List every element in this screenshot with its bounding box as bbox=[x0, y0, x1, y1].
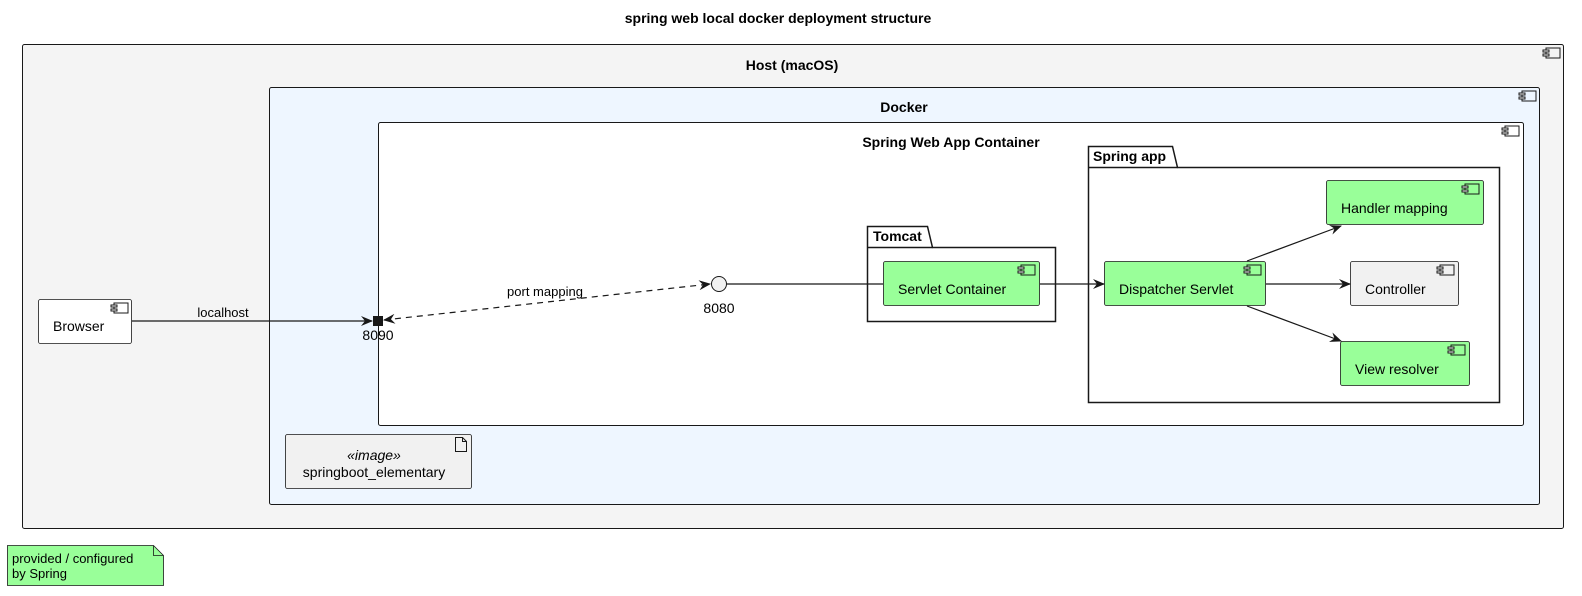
docker-label: Docker bbox=[880, 99, 928, 115]
edge-port-mapping-label: port mapping bbox=[507, 284, 583, 299]
legend-note: provided / configured by Spring bbox=[7, 545, 164, 586]
port-8080-label: 8080 bbox=[703, 300, 734, 316]
spring-app-label: Spring app bbox=[1093, 148, 1166, 164]
port-8090-label: 8090 bbox=[362, 327, 393, 343]
handler-mapping-component: Handler mapping bbox=[1326, 180, 1484, 225]
host-label: Host (macOS) bbox=[746, 57, 839, 73]
tomcat-label: Tomcat bbox=[873, 228, 922, 244]
port-8080: 8080 bbox=[703, 276, 735, 316]
edge-dispatcher-view bbox=[1246, 305, 1342, 342]
controller-component: Controller bbox=[1350, 261, 1459, 306]
browser-component: Browser bbox=[38, 299, 132, 344]
servlet-container-component: Servlet Container bbox=[883, 261, 1040, 306]
view-resolver-label: View resolver bbox=[1355, 361, 1439, 377]
image-stereotype: «image» bbox=[347, 447, 401, 463]
diagram-title: spring web local docker deployment struc… bbox=[625, 10, 932, 26]
view-resolver-component: View resolver bbox=[1340, 341, 1470, 386]
image-artifact: «image» springboot_elementary bbox=[285, 434, 472, 489]
edge-localhost: localhost bbox=[132, 305, 373, 326]
artifact-icon bbox=[455, 437, 467, 452]
dispatcher-servlet-label: Dispatcher Servlet bbox=[1119, 281, 1233, 297]
legend-note-line1: provided / configured bbox=[12, 551, 133, 566]
edge-dispatcher-handler bbox=[1246, 225, 1342, 262]
edge-port-mapping: port mapping bbox=[383, 280, 711, 324]
servlet-container-label: Servlet Container bbox=[898, 281, 1007, 297]
container-label: Spring Web App Container bbox=[862, 134, 1040, 150]
edge-localhost-label: localhost bbox=[197, 305, 249, 320]
image-name: springboot_elementary bbox=[303, 464, 445, 480]
legend-note-line2: by Spring bbox=[12, 566, 67, 581]
handler-mapping-label: Handler mapping bbox=[1341, 200, 1448, 216]
dispatcher-servlet-component: Dispatcher Servlet bbox=[1104, 261, 1266, 306]
browser-label: Browser bbox=[53, 318, 105, 334]
port-8090: 8090 bbox=[362, 316, 394, 343]
controller-label: Controller bbox=[1365, 281, 1426, 297]
